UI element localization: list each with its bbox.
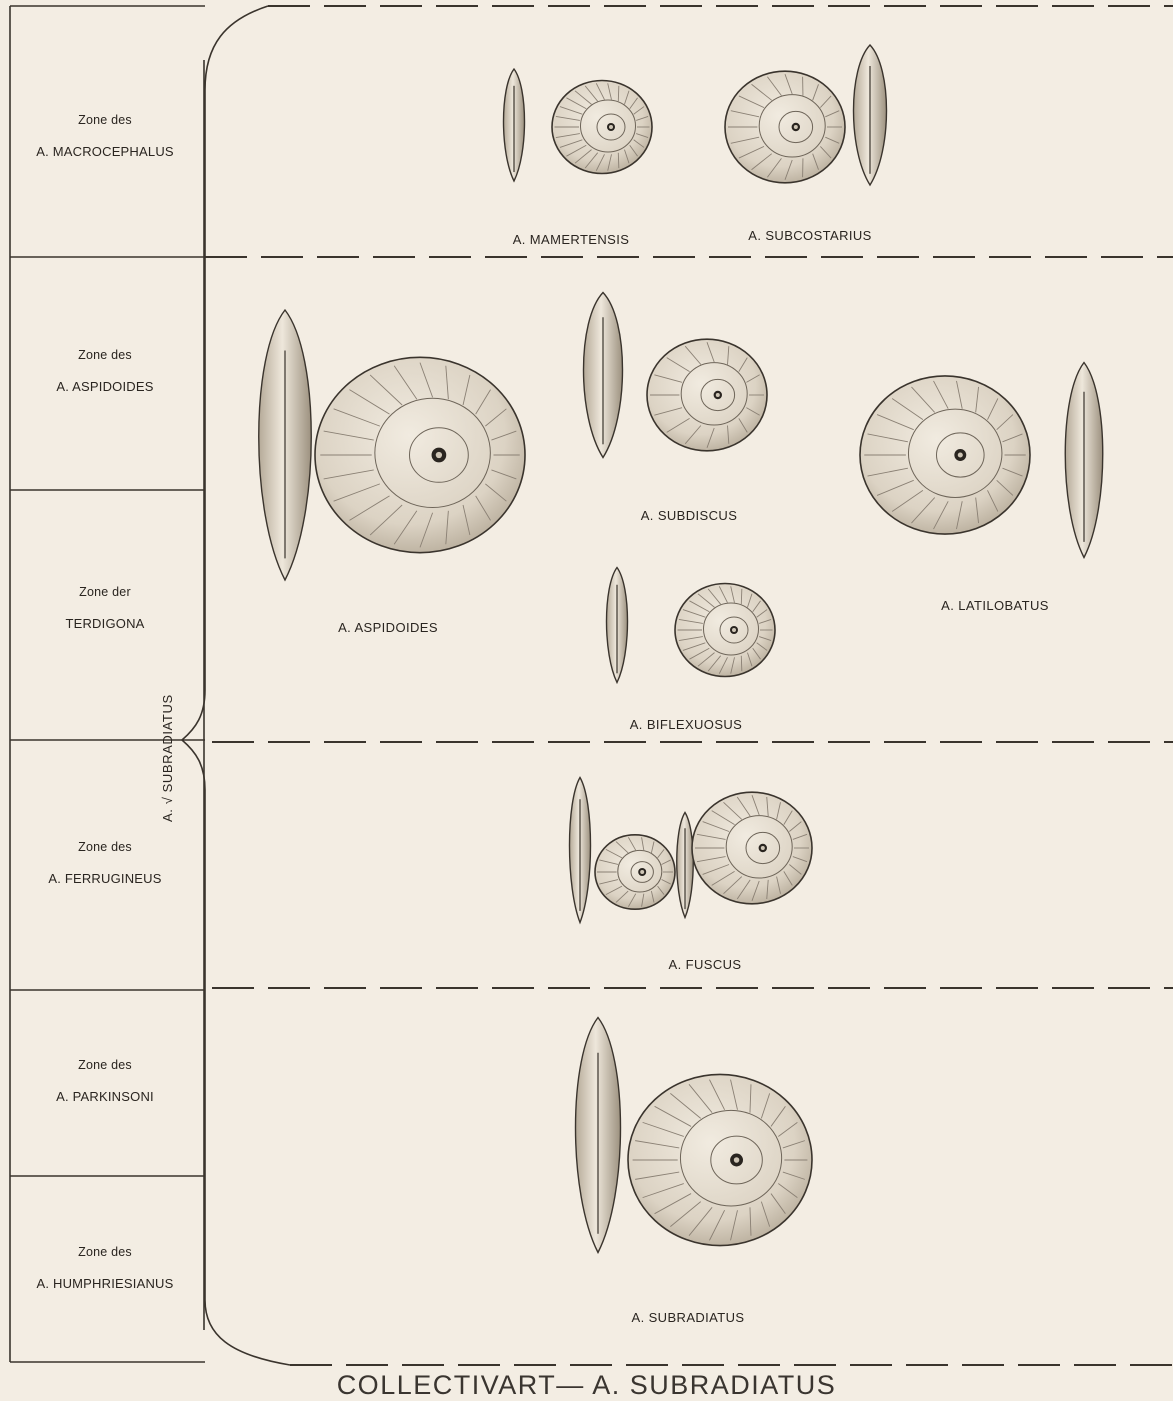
biflexuosus-side-view <box>675 584 775 677</box>
latilobatus-edge-view <box>1065 363 1103 558</box>
subradiatus-range-label: A. √ SUBRADIATUS <box>160 694 175 822</box>
zone-name: A. PARKINSONI <box>10 1081 200 1113</box>
zone-label-parkinsoni: Zone des A. PARKINSONI <box>10 1049 200 1113</box>
ammonite-illustrations <box>259 45 1103 1253</box>
species-label-fuscus: A. FUSCUS <box>669 957 742 972</box>
zone-name: TERDIGONA <box>10 608 200 640</box>
species-label-subdiscus: A. SUBDISCUS <box>641 508 738 523</box>
subradiatus-edge-view <box>576 1018 621 1253</box>
zone-label-terdigona: Zone der TERDIGONA <box>10 576 200 640</box>
zone-prefix: Zone des <box>10 1049 200 1081</box>
species-label-biflexuosus: A. BIFLEXUOSUS <box>630 717 743 732</box>
zone-name: A. FERRUGINEUS <box>10 863 200 895</box>
zone-prefix: Zone des <box>10 339 200 371</box>
zone-label-macrocephalus: Zone des A. MACROCEPHALUS <box>10 104 200 168</box>
subcostarius-side-view <box>725 71 845 183</box>
aspidoides-side-view <box>315 357 525 552</box>
zone-label-humphriesianus: Zone des A. HUMPHRIESIANUS <box>10 1236 200 1300</box>
zone-name: A. HUMPHRIESIANUS <box>10 1268 200 1300</box>
zone-prefix: Zone des <box>10 831 200 863</box>
range-brace <box>182 6 290 1365</box>
mamertensis-side-view <box>552 81 652 174</box>
subdiscus-edge-view <box>584 293 623 458</box>
mamertensis-edge-view <box>504 69 525 181</box>
plate-caption: COLLECTIVART— A. SUBRADIATUS <box>0 1370 1173 1401</box>
fuscus-b-edge-view <box>677 813 694 918</box>
fuscus-small-side-view <box>595 835 675 909</box>
species-label-latilobatus: A. LATILOBATUS <box>941 598 1049 613</box>
zone-label-ferrugineus: Zone des A. FERRUGINEUS <box>10 831 200 895</box>
subdiscus-side-view <box>647 339 767 451</box>
aspidoides-edge-view <box>259 310 312 580</box>
biflexuosus-edge-view <box>607 568 628 683</box>
species-label-subcostarius: A. SUBCOSTARIUS <box>748 228 872 243</box>
zone-prefix: Zone der <box>10 576 200 608</box>
zone-name: A. ASPIDOIDES <box>10 371 200 403</box>
species-label-mamertensis: A. MAMERTENSIS <box>513 232 630 247</box>
fuscus-large-side-view <box>692 792 812 904</box>
fuscus-a-edge-view <box>570 778 591 923</box>
zone-name: A. MACROCEPHALUS <box>10 136 200 168</box>
zone-prefix: Zone des <box>10 1236 200 1268</box>
species-label-subradiatus: A. SUBRADIATUS <box>632 1310 745 1325</box>
zone-table-frame <box>10 6 205 1362</box>
latilobatus-side-view <box>860 376 1030 534</box>
subcostarius-edge-view <box>854 45 887 185</box>
zone-prefix: Zone des <box>10 104 200 136</box>
species-label-aspidoides: A. ASPIDOIDES <box>338 620 438 635</box>
subradiatus-side-view <box>628 1074 812 1245</box>
zone-label-aspidoides: Zone des A. ASPIDOIDES <box>10 339 200 403</box>
